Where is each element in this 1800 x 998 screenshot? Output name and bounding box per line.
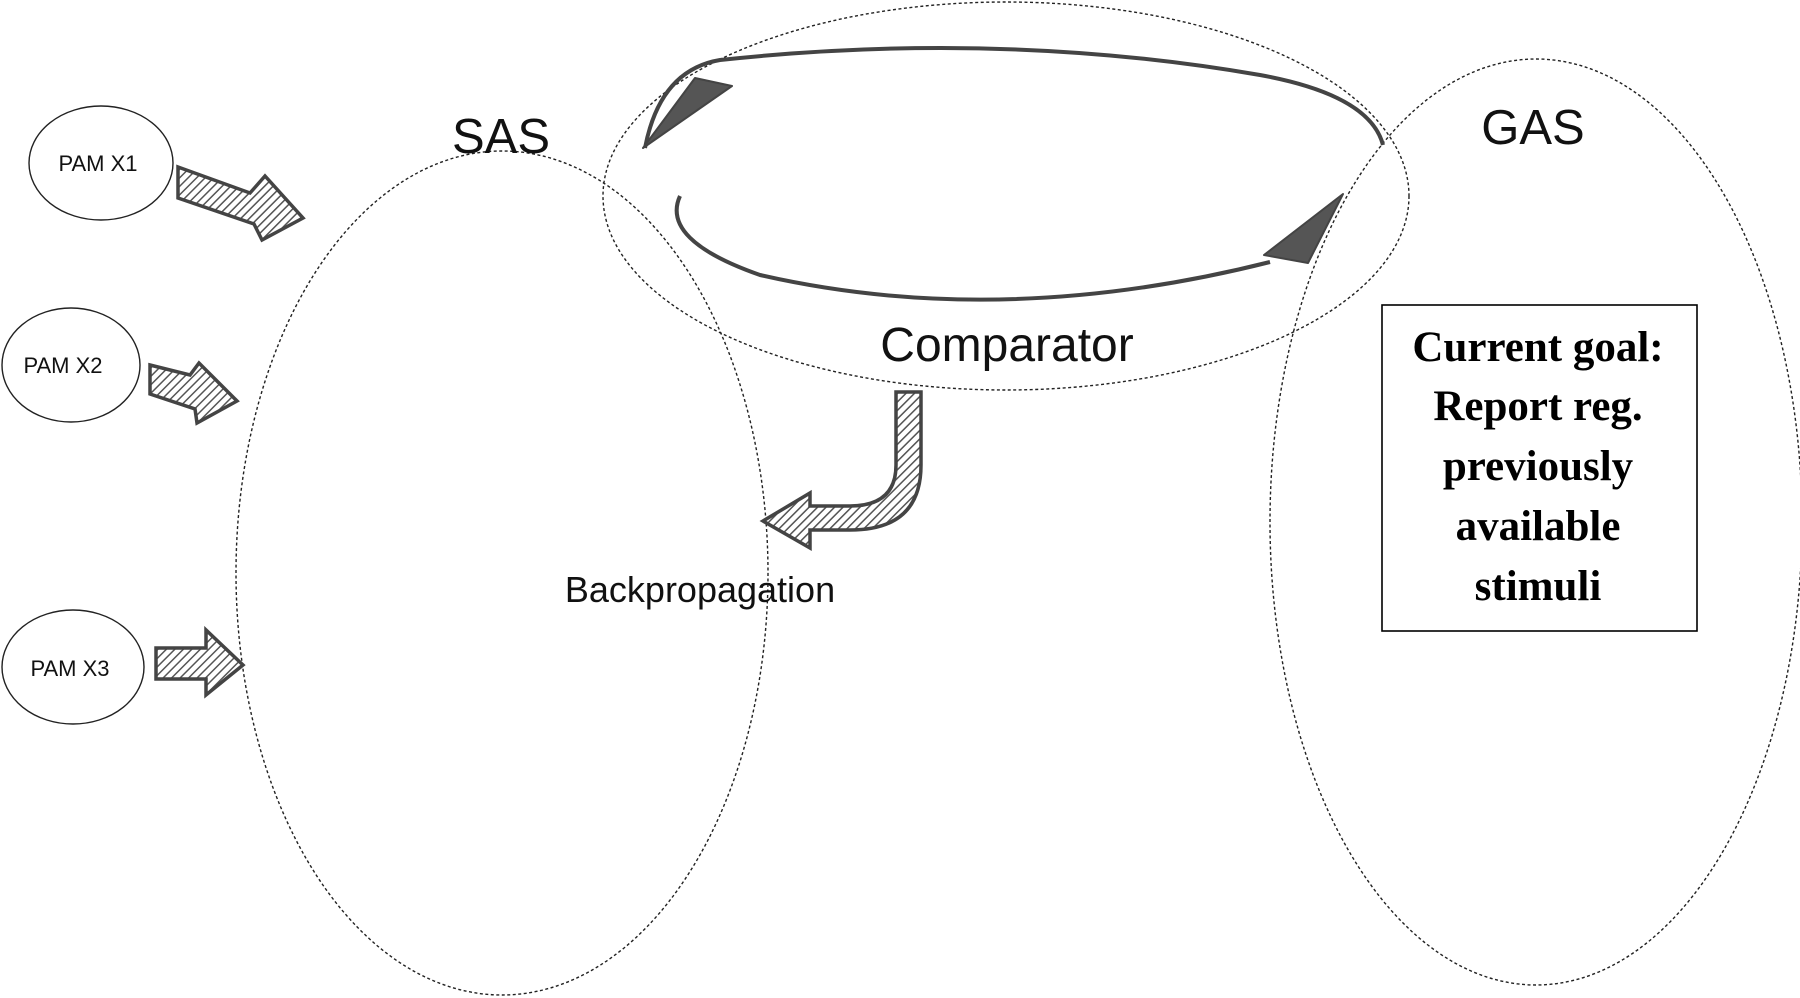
comparator-ellipse — [602, 1, 1410, 391]
comparator-loop-top — [643, 46, 1385, 149]
goal-line-4: available — [1456, 503, 1621, 550]
sas-label: SAS — [452, 110, 550, 164]
pam-x2-circle — [1, 307, 141, 423]
pam-x1-arrow — [176, 164, 306, 243]
pam-x2-arrow — [148, 360, 240, 426]
goal-line-5: stimuli — [1475, 563, 1602, 610]
comparator-loop-arrowhead-right — [1263, 193, 1344, 264]
goal-line-3: previously — [1443, 443, 1634, 490]
gas-label: GAS — [1481, 101, 1584, 155]
pam-x3-label: PAM X3 — [30, 656, 109, 681]
goal-line-2: Report reg. — [1433, 383, 1642, 430]
comparator-loop-bottom — [674, 195, 1271, 302]
sas-ellipse — [235, 150, 769, 996]
pam-x2-label: PAM X2 — [23, 353, 102, 378]
pam-x1-circle — [28, 105, 174, 221]
backpropagation-label: Backpropagation — [565, 569, 835, 610]
pam-x3-arrow — [154, 625, 246, 699]
current-goal-box — [1381, 304, 1698, 632]
backpropagation-arrow — [759, 390, 923, 552]
comparator-label: Comparator — [880, 319, 1133, 372]
comparator-loop-arrowhead-left — [642, 77, 733, 149]
pam-x3-circle — [1, 609, 145, 725]
goal-line-1: Current goal: — [1412, 324, 1663, 371]
pam-x1-label: PAM X1 — [58, 151, 137, 176]
